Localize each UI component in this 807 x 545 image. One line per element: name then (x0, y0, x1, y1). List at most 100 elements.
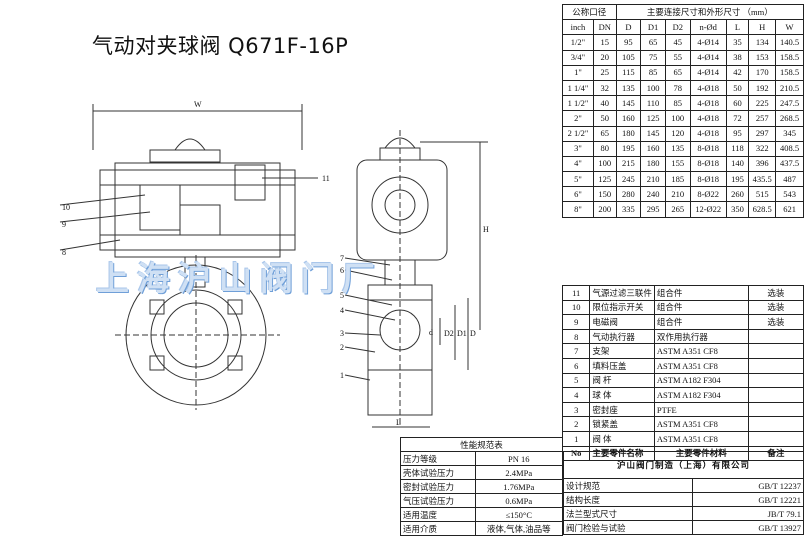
dimension-cell: 1 1/4" (562, 79, 594, 97)
dimension-cell: 245 (615, 171, 642, 188)
callout-9: 9 (62, 220, 66, 229)
dimension-cell: 295 (640, 201, 666, 218)
dimension-cell: 257 (748, 110, 777, 127)
col-d: D (615, 19, 642, 36)
dimension-cell: 100 (640, 79, 666, 97)
dimension-cell: 335 (615, 201, 642, 218)
callout-11: 11 (322, 174, 330, 183)
dimension-cell: 435.5 (748, 171, 777, 188)
part-name: 气动执行器 (589, 328, 655, 345)
dimension-cell: 155 (664, 155, 691, 173)
dim-w-label: W (194, 100, 202, 109)
dimension-cell: 280 (615, 186, 642, 203)
part-note (747, 372, 805, 389)
dimension-cell: 8-Ø22 (689, 186, 727, 203)
performance-row: 适用介质液体,气体,油品等 (400, 521, 563, 536)
dimension-cell: 3" (562, 140, 594, 157)
dimension-cell: 268.5 (775, 110, 804, 127)
column-header-row: inch DN D D1 D2 n-Ød L H W (562, 19, 804, 36)
dimension-cell: 4-Ø18 (689, 125, 727, 142)
part-name: 球 体 (589, 387, 655, 403)
dimension-cell: 95 (615, 34, 642, 51)
part-name: 阀 体 (589, 430, 655, 447)
col-w: W (775, 19, 804, 36)
dimension-cell: 322 (748, 140, 777, 157)
standard-label: 设计规范 (562, 478, 694, 493)
dimension-cell: 150 (592, 186, 617, 203)
dimension-cell: 25 (592, 64, 617, 81)
part-material: ASTM A182 F304 (653, 387, 749, 403)
dimension-cell: 8" (562, 201, 594, 218)
dimension-cell: 180 (640, 155, 666, 173)
dimension-cell: 1/2" (562, 34, 594, 51)
dimension-cell: 200 (592, 201, 617, 218)
dimension-cell: 195 (725, 171, 750, 188)
col-n-d: n-Ød (689, 19, 727, 36)
dimension-cell: 297 (748, 125, 777, 142)
dimension-cell: 45 (664, 34, 691, 51)
dimension-cell: 78 (664, 79, 691, 97)
dimension-cell: 115 (615, 64, 642, 81)
part-note (747, 401, 805, 418)
dimension-cell: 72 (725, 110, 750, 127)
dimension-cell: 8-Ø18 (689, 155, 727, 173)
col-h: H (748, 19, 777, 36)
dimension-cell: 192 (748, 79, 777, 97)
part-material: ASTM A182 F304 (653, 372, 749, 389)
dimension-cell: 4-Ø18 (689, 110, 727, 127)
dimension-table: 公称口径 主要连接尺寸和外形尺寸 （mm） inch DN D D1 D2 n-… (562, 3, 805, 218)
dimension-cell: 65 (640, 34, 666, 51)
dimension-cell: 350 (725, 201, 750, 218)
part-name: 电磁阀 (589, 314, 655, 330)
dimension-cell: 95 (725, 125, 750, 142)
dimension-cell: 134 (748, 34, 777, 51)
dimension-cell: 1 1/2" (562, 95, 594, 112)
performance-label: 气压试验压力 (400, 493, 476, 508)
dimension-cell: 135 (615, 79, 642, 97)
dimension-cell: 396 (748, 155, 777, 173)
col-inch: inch (562, 19, 594, 36)
part-name: 支架 (589, 343, 655, 359)
part-material: PTFE (653, 401, 749, 418)
dimension-cell: 4-Ø18 (689, 79, 727, 97)
callout-8: 8 (62, 248, 66, 257)
dimension-cell: 85 (640, 64, 666, 81)
dimension-cell: 145 (615, 95, 642, 112)
callout-3: 3 (340, 329, 344, 338)
part-material: 双作用执行器 (653, 328, 749, 345)
performance-value: ≤150°C (474, 507, 563, 522)
dimension-cell: 180 (615, 125, 642, 142)
dimension-cell: 85 (664, 95, 691, 112)
dimension-cell: 2 1/2" (562, 125, 594, 142)
dim-l-label: L (396, 418, 401, 427)
dimension-cell: 265 (664, 201, 691, 218)
callout-6: 6 (340, 266, 344, 275)
dimension-cell: 158.5 (775, 49, 804, 66)
dimension-cell: 80 (592, 140, 617, 157)
dimension-cell: 8-Ø18 (689, 171, 727, 188)
dimension-cell: 345 (775, 125, 804, 142)
header-nominal: 公称口径 (562, 3, 617, 21)
part-note: 选装 (747, 299, 805, 316)
part-material: ASTM A351 CF8 (653, 357, 749, 374)
dimension-cell: 105 (615, 49, 642, 66)
col-dn: DN (592, 19, 617, 36)
dimension-cell: 240 (640, 186, 666, 203)
dimension-cell: 543 (775, 186, 804, 203)
dim-d2-label: D2 (444, 329, 454, 338)
standard-label: 法兰型式尺寸 (562, 506, 694, 521)
drawing-title: 气动对夹球阀 Q671F-16P (92, 34, 349, 58)
part-name: 阀 杆 (589, 372, 655, 389)
dimension-cell: 210 (640, 171, 666, 188)
performance-value: 2.4MPa (474, 465, 563, 480)
